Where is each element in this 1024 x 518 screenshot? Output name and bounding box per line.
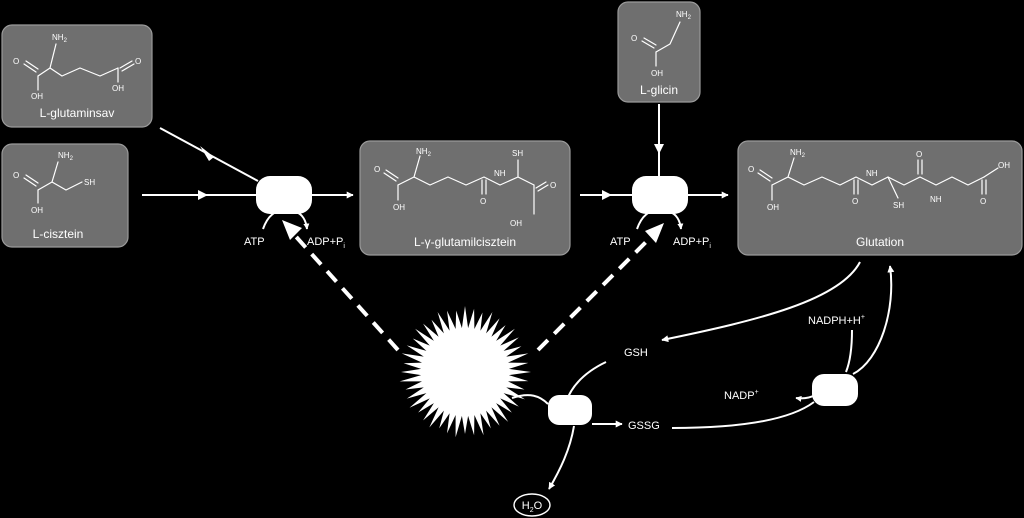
- starburst-icon: [399, 306, 531, 438]
- enzyme-3-gpx: [548, 395, 592, 425]
- dashed-arrowhead-enzyme2: [645, 223, 664, 243]
- cysteine-structure: [23, 161, 83, 204]
- cysteine-thiol: SH: [84, 178, 95, 187]
- glycine-box: NH2 O OH L-glicin: [617, 1, 701, 103]
- adp-2-arrow: [669, 211, 684, 230]
- gssg-label: GSSG: [628, 420, 660, 432]
- glycine-amine: NH2: [676, 10, 692, 21]
- arrow-burst-to-peroxidase: [511, 394, 549, 405]
- glutathione-box: NH2 O OH O NH SH O NH O OH Glutation: [737, 140, 1023, 256]
- glutamate-amine: NH2: [52, 33, 68, 44]
- gamma-glutamylcysteine-structure: [383, 155, 549, 215]
- water-badge: [513, 493, 551, 517]
- enzyme-1-gcl: [256, 176, 312, 214]
- ggc-amine: NH2: [416, 147, 432, 158]
- adp-1-arrow: [295, 211, 310, 230]
- ggc-acid-oh: OH: [393, 203, 405, 212]
- glycine-structure: [641, 21, 681, 67]
- arrow-glutathione-to-gsh: [661, 261, 861, 343]
- dashed-arrow-to-enzyme2: [536, 230, 658, 352]
- glutamate-acid-o1: O: [13, 57, 19, 66]
- ggc-acid-o: O: [374, 165, 380, 174]
- gsh-acid2-o: O: [980, 197, 986, 206]
- gsh-label: GSH: [624, 347, 648, 359]
- water-label: H2O: [522, 500, 543, 514]
- gsh-acid-o: O: [748, 165, 754, 174]
- ggc-acid2-oh: OH: [510, 219, 522, 228]
- arrow-cysteine-to-enzyme1: [142, 190, 256, 200]
- arrow-reductase-to-nadp: [795, 393, 819, 402]
- arrowhead-ggc-enzyme2: [602, 190, 612, 200]
- glutamate-label: L-glutaminsav: [40, 106, 115, 120]
- gsh-thiol: SH: [893, 201, 904, 210]
- glycine-label: L-glicin: [640, 83, 678, 97]
- cysteine-acid-oh: OH: [31, 206, 43, 215]
- gsh-amide-nh2: NH: [930, 195, 942, 204]
- arrow-glutamate-to-enzyme1: [159, 127, 259, 182]
- gamma-glutamylcysteine-box: NH2 O OH NH O SH O OH L-γ-glutamilciszte…: [359, 140, 571, 256]
- cysteine-label: L-cisztein: [33, 227, 84, 241]
- gsh-amide-nh1: NH: [866, 169, 878, 178]
- glutamate-acid-oh1: OH: [31, 92, 43, 101]
- glutamate-acid-oh2: OH: [112, 84, 124, 93]
- dashed-arrow-to-enzyme1: [288, 228, 400, 352]
- cysteine-acid-o: O: [13, 171, 19, 180]
- arrowhead-glycine-enzyme2: [654, 144, 664, 154]
- atp-2-arrow: [636, 207, 657, 230]
- glycine-acid-oh: OH: [651, 69, 663, 78]
- enzyme-2-gs: [632, 176, 688, 214]
- atp-1-label: ATP: [244, 236, 265, 248]
- glutathione-structure: [757, 157, 999, 201]
- ggc-amide-nh: NH: [494, 169, 506, 178]
- ggc-amide-o: O: [480, 197, 486, 206]
- glutamate-acid-o2: O: [135, 57, 141, 66]
- arrow-gssg-to-reductase: [671, 401, 815, 429]
- adp-1-label: ADP+Pi: [307, 236, 345, 250]
- adp-2-label: ADP+Pi: [673, 236, 711, 250]
- glycine-acid-o: O: [631, 34, 637, 43]
- dashed-arrowhead-enzyme1: [282, 220, 302, 240]
- cysteine-amine: NH2: [58, 151, 74, 162]
- glutamate-box: NH2 O OH O OH L-glutaminsav: [1, 24, 153, 128]
- nadph-label: NADPH+H+: [808, 314, 865, 327]
- arrow-reductase-to-glutathione: [852, 265, 895, 375]
- arrow-nadph-to-reductase: [845, 329, 853, 373]
- gsh-amide-o2: O: [916, 150, 922, 159]
- arrow-peroxidase-to-water: [548, 425, 575, 490]
- glutathione-label: Glutation: [856, 235, 904, 249]
- gsh-amide-o1: O: [852, 197, 858, 206]
- enzyme-4-gr: [812, 374, 858, 406]
- ggc-acid2-o: O: [550, 181, 556, 190]
- cysteine-box: NH2 O OH SH L-cisztein: [1, 143, 129, 248]
- ggc-thiol: SH: [512, 149, 523, 158]
- gsh-amine: NH2: [790, 148, 806, 159]
- atp-1-arrow: [262, 207, 283, 230]
- atp-2-label: ATP: [610, 236, 631, 248]
- nadp-label: NADP+: [724, 389, 759, 402]
- gamma-glutamylcysteine-label: L-γ-glutamilcisztein: [414, 235, 516, 249]
- gsh-acid2-oh: OH: [998, 161, 1010, 170]
- glutamate-structure: [23, 43, 135, 91]
- gsh-acid-oh: OH: [767, 203, 779, 212]
